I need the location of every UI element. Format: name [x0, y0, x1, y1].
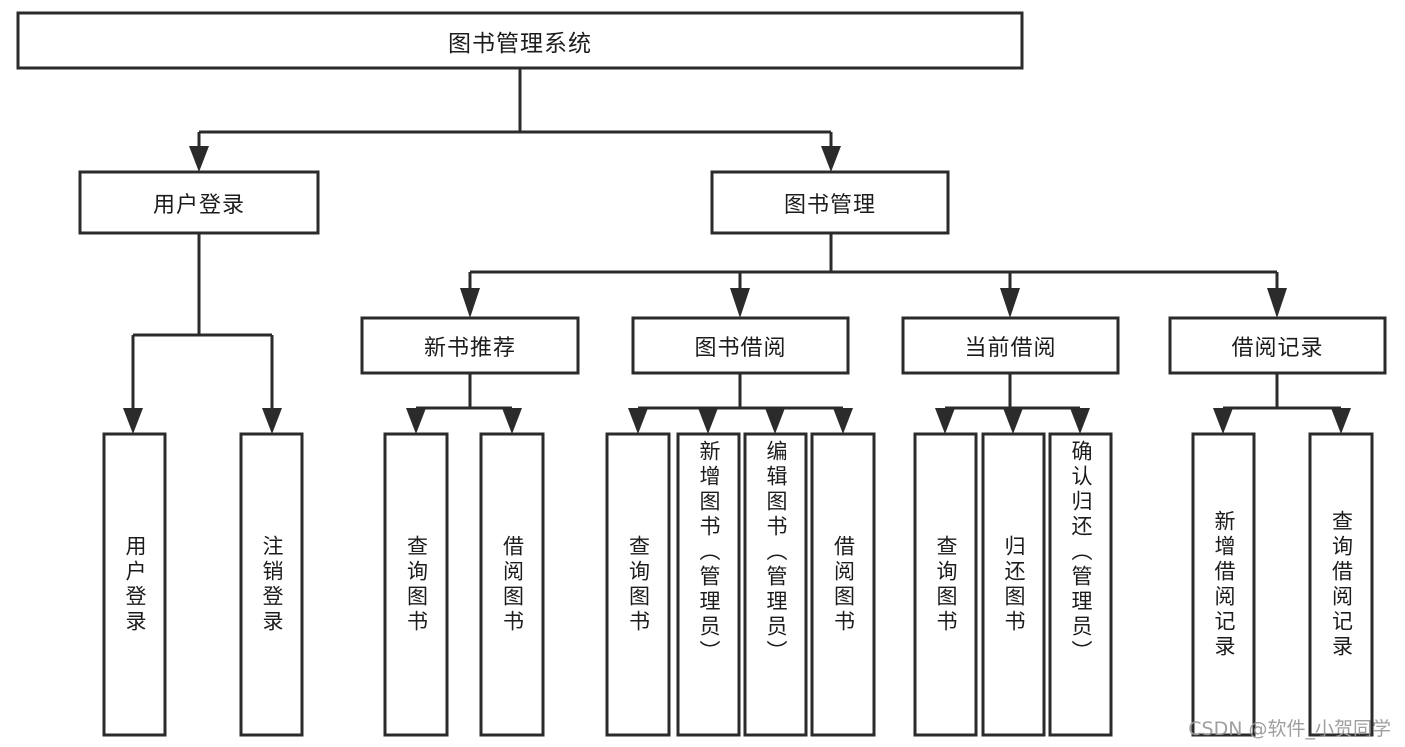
- node-leaf-edit-book-admin[interactable]: [743, 432, 808, 737]
- node-leaf-borrow-book-bb[interactable]: [810, 432, 876, 737]
- arrow-head-to-book-borrow: [730, 288, 750, 318]
- node-leaf-user-login[interactable]: [102, 432, 167, 737]
- arrow-head-leaf-bb-2: [698, 408, 718, 434]
- node-leaf-logout[interactable]: [239, 432, 304, 737]
- arrow-head-leaf-bb-3: [765, 408, 785, 434]
- node-leaf-return-book[interactable]: [981, 432, 1046, 737]
- node-current-borrow[interactable]: [901, 316, 1120, 375]
- node-user-login[interactable]: [78, 170, 320, 235]
- arrow-head-leaf-cb-2: [1003, 408, 1023, 434]
- arrow-head-leaf-user-login-2: [262, 408, 282, 434]
- node-leaf-query-book-bb[interactable]: [605, 432, 671, 737]
- node-leaf-confirm-return-admin[interactable]: [1048, 432, 1113, 737]
- node-leaf-query-book-nbr[interactable]: [383, 432, 449, 737]
- node-book-borrow[interactable]: [631, 316, 850, 375]
- arrow-head-to-current-borrow: [1000, 288, 1020, 318]
- arrow-head-leaf-bb-4: [833, 408, 853, 434]
- arrow-head-leaf-user-login-1: [123, 408, 143, 434]
- node-leaf-borrow-book-nbr[interactable]: [479, 432, 545, 737]
- arrow-head-leaf-br-2: [1331, 408, 1351, 434]
- arrow-head-leaf-br-1: [1213, 408, 1233, 434]
- node-borrow-record[interactable]: [1168, 316, 1387, 375]
- node-root-book-management-system[interactable]: [16, 11, 1024, 70]
- node-leaf-add-borrow-record[interactable]: [1191, 432, 1256, 737]
- arrow-head-to-new-book-recommend: [460, 288, 480, 318]
- arrow-head-leaf-nbr-1: [406, 408, 426, 434]
- arrow-head-leaf-cb-3: [1070, 408, 1090, 434]
- node-book-management[interactable]: [710, 170, 950, 235]
- arrow-head-leaf-cb-1: [935, 408, 955, 434]
- arrow-head-leaf-nbr-2: [502, 408, 522, 434]
- node-leaf-query-borrow-record[interactable]: [1308, 432, 1374, 737]
- arrow-head-to-user-login: [189, 146, 209, 172]
- arrow-head-to-book-management: [821, 146, 841, 172]
- node-leaf-add-book-admin[interactable]: [676, 432, 741, 737]
- node-leaf-query-book-cb[interactable]: [913, 432, 978, 737]
- arrow-head-to-borrow-record: [1267, 288, 1287, 318]
- node-new-book-recommend[interactable]: [360, 316, 580, 375]
- arrow-head-leaf-bb-1: [628, 408, 648, 434]
